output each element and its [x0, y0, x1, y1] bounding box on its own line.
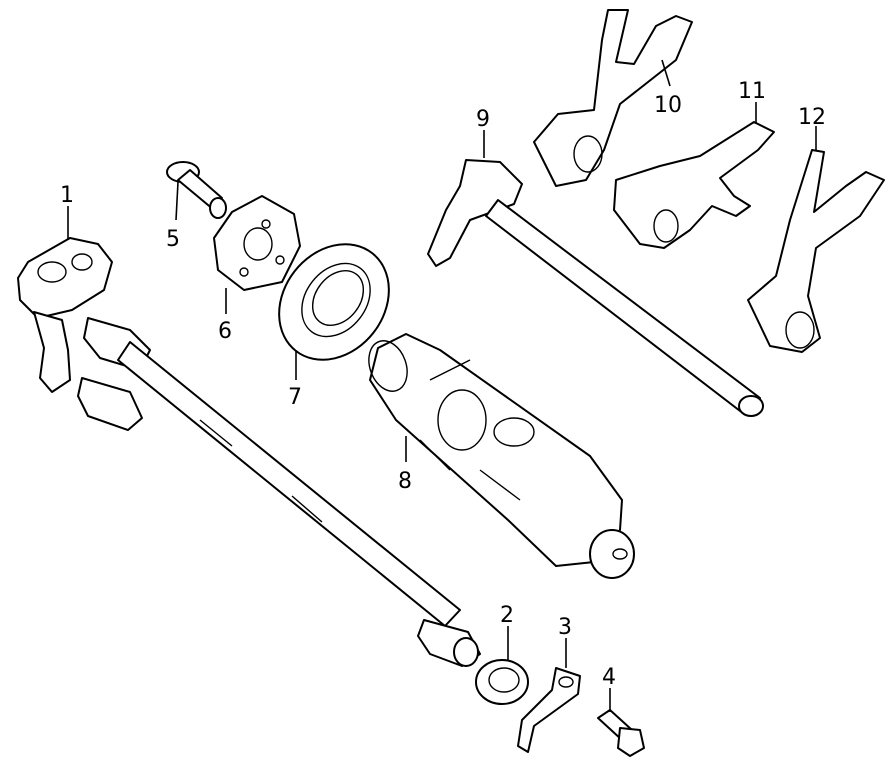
callout-10: 10	[654, 93, 682, 118]
callout-1: 1	[60, 183, 74, 208]
leader-lines	[67, 59, 817, 712]
stopper-plate	[517, 667, 581, 753]
callout-5: 5	[166, 227, 180, 252]
callout-7: 7	[288, 385, 302, 410]
callout-4: 4	[602, 665, 616, 690]
callout-9: 9	[476, 107, 490, 132]
callout-2: 2	[500, 603, 514, 628]
gearshift-spindle	[17, 237, 481, 667]
fork-shaft	[427, 159, 764, 417]
leader-10	[661, 59, 671, 87]
callout-3: 3	[558, 615, 572, 640]
callout-12: 12	[798, 105, 826, 130]
shift-fork-10	[533, 9, 693, 187]
callout-11: 11	[738, 79, 766, 104]
shift-fork-11	[613, 121, 775, 249]
callout-numbers: 1 2 3 4 5 6 7 8 9 10 11 12	[60, 79, 826, 690]
shift-fork-12	[747, 149, 885, 353]
callout-8: 8	[398, 469, 412, 494]
callout-6: 6	[218, 319, 232, 344]
star-plate	[213, 195, 301, 291]
leader-5	[175, 181, 179, 221]
bolt	[597, 709, 645, 757]
oil-seal	[475, 659, 529, 705]
pin	[166, 161, 227, 219]
shift-drum	[368, 333, 635, 579]
